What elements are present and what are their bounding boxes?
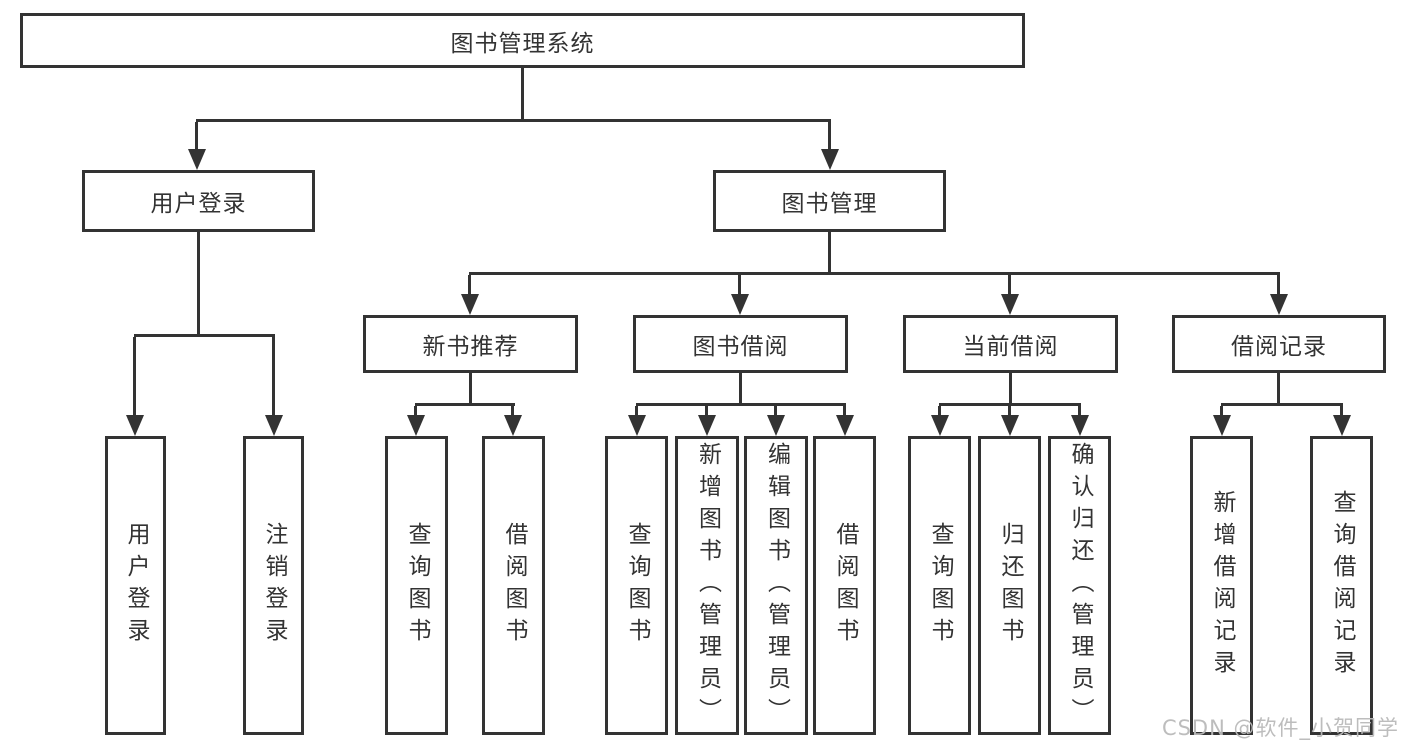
leaf-records-add-record: 新增借阅记录 bbox=[1190, 436, 1253, 735]
connector-split-book-borrowing bbox=[636, 403, 846, 406]
leaf-manage-edit-books: 编辑图书（管理员） bbox=[744, 436, 808, 735]
connector-arrow-to-leaf-manage-edit bbox=[767, 406, 785, 436]
connector-split-borrowing-records bbox=[1221, 403, 1343, 406]
leaf-logout: 注销登录 bbox=[243, 436, 304, 735]
connector-arrow-to-leaf-recommend-query bbox=[407, 406, 425, 436]
leaf-recommend-query-books: 查询图书 bbox=[385, 436, 448, 735]
connector-arrow-to-leaf-manage-borrow bbox=[836, 406, 854, 436]
connector-stem-user-login bbox=[197, 232, 200, 337]
leaf-records-query-record: 查询借阅记录 bbox=[1310, 436, 1373, 735]
node-root: 图书管理系统 bbox=[20, 13, 1025, 68]
connector-split-current-borrowing bbox=[939, 403, 1081, 406]
connector-arrow-to-leaf-current-confirm bbox=[1071, 406, 1089, 436]
connector-arrow-to-leaf-manage-add bbox=[698, 406, 716, 436]
leaf-manage-add-books: 新增图书（管理员） bbox=[675, 436, 739, 735]
connector-stem-book-borrowing bbox=[739, 373, 742, 406]
connector-arrow-to-book-borrowing bbox=[731, 275, 749, 315]
node-book-management: 图书管理 bbox=[713, 170, 946, 232]
node-borrowing-records: 借阅记录 bbox=[1172, 315, 1386, 373]
connector-arrow-to-leaf-recommend-borrow bbox=[504, 406, 522, 436]
connector-arrow-to-leaf-records-query bbox=[1333, 406, 1351, 436]
connector-arrow-to-leaf-user-login bbox=[126, 337, 144, 436]
connector-arrow-to-borrowing-records bbox=[1270, 275, 1288, 315]
leaf-user-login: 用户登录 bbox=[105, 436, 166, 735]
connector-arrow-to-new-book-recommend bbox=[461, 275, 479, 315]
connector-split-new-book-recommend bbox=[415, 403, 515, 406]
connector-arrow-to-user-login bbox=[188, 122, 206, 170]
connector-arrow-to-current-borrowing bbox=[1001, 275, 1019, 315]
connector-stem-borrowing-records bbox=[1277, 373, 1280, 406]
connector-stem-current-borrowing bbox=[1009, 373, 1012, 406]
connector-split-book-management bbox=[469, 272, 1280, 275]
leaf-current-query-books: 查询图书 bbox=[908, 436, 971, 735]
connector-arrow-to-leaf-logout bbox=[265, 337, 283, 436]
connector-stem-book-management bbox=[828, 232, 831, 275]
connector-arrow-to-leaf-current-query bbox=[931, 406, 949, 436]
connector-split-user-login bbox=[134, 334, 275, 337]
node-new-book-recommend: 新书推荐 bbox=[363, 315, 578, 373]
node-book-borrowing: 图书借阅 bbox=[633, 315, 848, 373]
connector-arrow-to-leaf-manage-query bbox=[628, 406, 646, 436]
leaf-recommend-borrow-books: 借阅图书 bbox=[482, 436, 545, 735]
node-user-login: 用户登录 bbox=[82, 170, 315, 232]
watermark: CSDN @软件_小贺同学 bbox=[1161, 716, 1399, 740]
node-current-borrowing: 当前借阅 bbox=[903, 315, 1118, 373]
connector-arrow-to-leaf-records-add bbox=[1213, 406, 1231, 436]
leaf-current-confirm-return: 确认归还（管理员） bbox=[1048, 436, 1111, 735]
leaf-current-return-books: 归还图书 bbox=[978, 436, 1041, 735]
connector-stem-new-book-recommend bbox=[469, 373, 472, 406]
leaf-manage-query-books: 查询图书 bbox=[605, 436, 668, 735]
connector-arrow-to-book-management bbox=[821, 122, 839, 170]
leaf-manage-borrow-books: 借阅图书 bbox=[813, 436, 876, 735]
connector-stem-root bbox=[521, 68, 524, 122]
connector-arrow-to-leaf-current-return bbox=[1001, 406, 1019, 436]
connector-split-root bbox=[196, 119, 831, 122]
